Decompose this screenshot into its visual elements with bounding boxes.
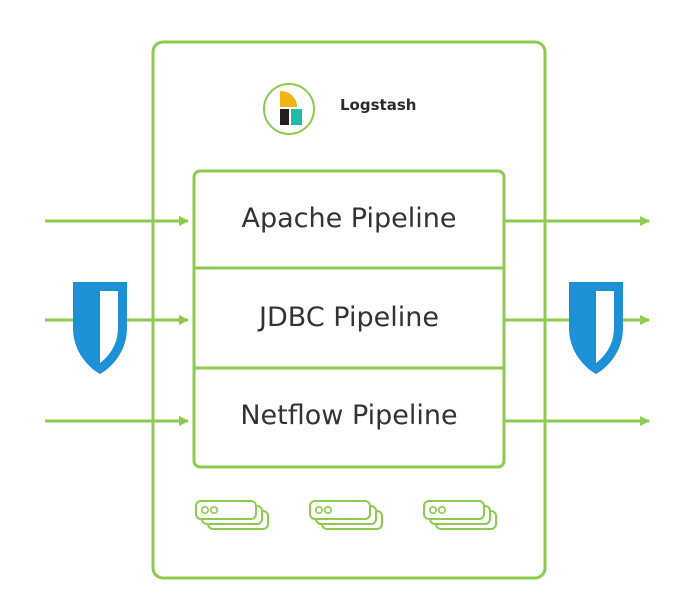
persistent-queue-icon xyxy=(195,500,269,530)
logstash-label: Logstash xyxy=(340,96,417,114)
pipelines-block xyxy=(192,169,506,469)
logstash-container xyxy=(151,40,547,580)
logstash-logo-icon xyxy=(263,83,315,135)
pipeline-label-jdbc: JDBC Pipeline xyxy=(259,302,439,333)
persistent-queue-icon xyxy=(423,500,497,530)
persistent-queue-icon xyxy=(309,500,383,530)
pipeline-label-apache: Apache Pipeline xyxy=(241,203,457,234)
shield-icon xyxy=(569,282,623,374)
pipeline-label-netflow: Netflow Pipeline xyxy=(240,400,458,431)
shield-icon xyxy=(73,282,127,374)
